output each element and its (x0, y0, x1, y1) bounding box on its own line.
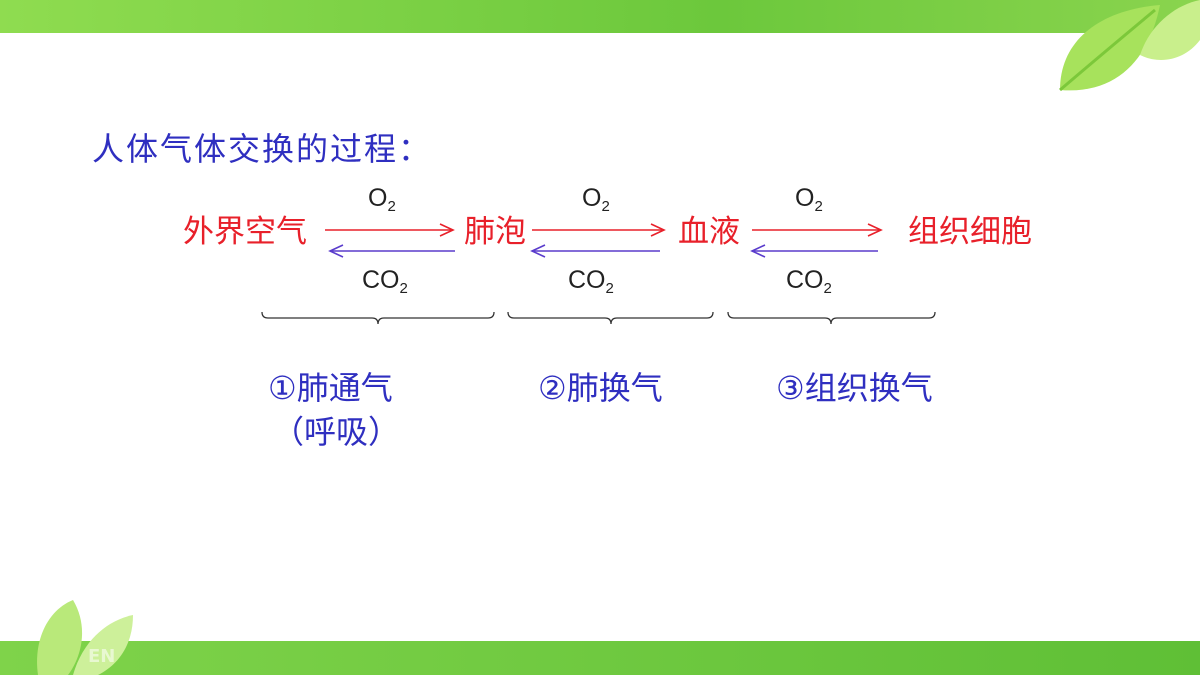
brace-stage-1 (261, 311, 495, 325)
bottom-banner (0, 641, 1200, 675)
gas-label-co2-2: CO2 (568, 266, 614, 297)
backward-arrow-3 (750, 244, 878, 258)
backward-arrow-1 (328, 244, 455, 258)
gas-label-co2-1: CO2 (362, 266, 408, 297)
node-tissue-cells: 组织细胞 (908, 214, 1032, 250)
brace-stage-2 (507, 311, 714, 325)
gas-label-o2-2: O2 (582, 184, 610, 215)
forward-arrow-2 (532, 223, 666, 237)
leaf-decoration-top-right (1059, 0, 1200, 92)
stage-label-pulmonary-ventilation: ①肺通气 (268, 369, 393, 407)
gas-label-co2-3: CO2 (786, 266, 832, 297)
forward-arrow-1 (325, 223, 455, 237)
brace-stage-3 (727, 311, 936, 325)
watermark-text: EN (88, 646, 116, 667)
node-alveoli: 肺泡 (464, 214, 526, 250)
leaf-decoration-bottom-left (37, 600, 133, 675)
stage-note-breathing: （呼吸） (272, 413, 401, 451)
top-banner (0, 0, 1200, 33)
gas-label-o2-3: O2 (795, 184, 823, 215)
stage-label-lung-exchange: ②肺换气 (538, 369, 663, 407)
page-title: 人体气体交换的过程： (92, 130, 433, 168)
forward-arrow-3 (752, 223, 883, 237)
backward-arrow-2 (530, 244, 660, 258)
gas-label-o2-1: O2 (368, 184, 396, 215)
stage-label-tissue-exchange: ③组织换气 (776, 369, 933, 407)
node-outside-air: 外界空气 (183, 214, 307, 250)
node-blood: 血液 (678, 214, 740, 250)
